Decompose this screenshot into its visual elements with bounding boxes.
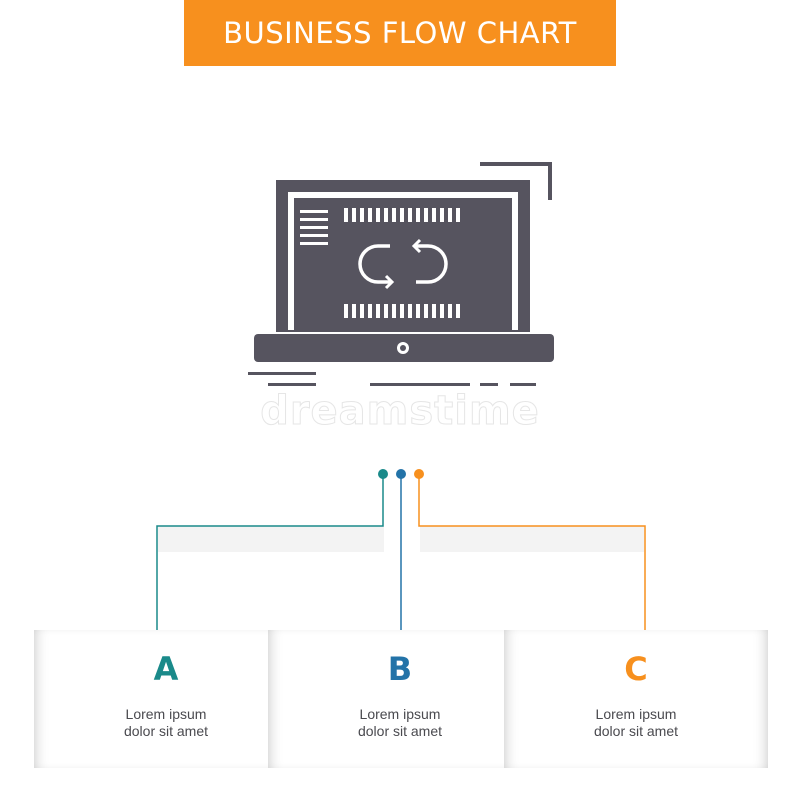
title-banner: BUSINESS FLOW CHART — [184, 0, 616, 66]
step-b-line1: Lorem ipsum — [359, 706, 441, 722]
connector-dot-a — [378, 469, 388, 479]
step-box-b: B Lorem ipsum dolor sit amet — [268, 630, 532, 768]
connector-dot-c — [414, 469, 424, 479]
laptop-sync-icon — [248, 162, 554, 386]
chart-title: BUSINESS FLOW CHART — [223, 16, 577, 50]
step-text-b: Lorem ipsum dolor sit amet — [268, 706, 532, 740]
watermark: dreamstime — [260, 388, 540, 435]
step-a-line2: dolor sit amet — [123, 723, 209, 739]
connector-dot-b — [396, 469, 406, 479]
connector-a — [156, 474, 384, 634]
step-c-line2: dolor sit amet — [593, 723, 679, 739]
step-b-line2: dolor sit amet — [357, 723, 443, 739]
connector-c — [418, 474, 646, 634]
step-box-a: A Lorem ipsum dolor sit amet — [34, 630, 298, 768]
step-text-a: Lorem ipsum dolor sit amet — [34, 706, 298, 740]
step-text-c: Lorem ipsum dolor sit amet — [504, 706, 768, 740]
step-box-c: C Lorem ipsum dolor sit amet — [504, 630, 768, 768]
step-letter-a: A — [153, 650, 179, 688]
step-letter-c: C — [624, 650, 648, 688]
step-a-line1: Lorem ipsum — [125, 706, 207, 722]
step-letter-b: B — [387, 650, 413, 688]
step-c-line1: Lorem ipsum — [595, 706, 677, 722]
